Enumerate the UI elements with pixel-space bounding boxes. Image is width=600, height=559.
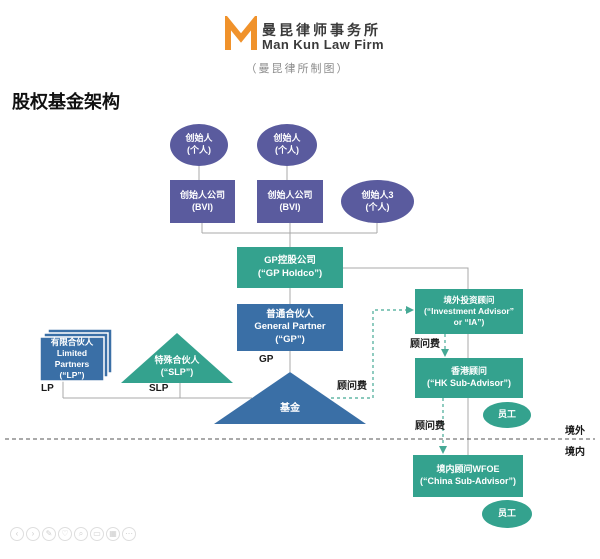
page-title: 股权基金架构 [12, 92, 120, 112]
fund-triangle [214, 372, 366, 424]
gp-holdco-box [237, 247, 343, 288]
founder2-ellipse [257, 124, 317, 166]
fee-fund-to-ia-label: 顾问费 [337, 381, 367, 392]
offshore-label: 境外 [565, 426, 585, 437]
founder3-ellipse [341, 180, 414, 223]
lp-stacked-boxes [39, 328, 113, 382]
firm-name-cn: 曼昆律师事务所 [262, 22, 381, 38]
staff-china-ellipse [482, 500, 532, 528]
founder1-ellipse [170, 124, 228, 166]
lp-edge-label: LP [41, 383, 54, 394]
fee-hk-to-china-label: 顾问费 [415, 421, 445, 432]
firm-name-en: Man Kun Law Firm [262, 37, 384, 52]
slp-triangle [121, 333, 233, 383]
founder-co2-box [257, 180, 323, 223]
gp-box [237, 304, 343, 351]
advisory-fee-arrows [331, 309, 446, 446]
mankun-logo-icon [225, 16, 257, 50]
viewer-toolbar: ‹ › ✎ ♡ ⌕ ▭ ▦ ⋯ [10, 527, 136, 541]
slp-edge-label: SLP [149, 383, 169, 394]
edit-icon[interactable]: ✎ [42, 527, 56, 541]
fee-ia-to-hk-label: 顾问费 [410, 339, 440, 350]
image-icon[interactable]: ▦ [106, 527, 120, 541]
back-icon[interactable]: ‹ [10, 527, 24, 541]
hk-subadvisor-box [415, 358, 523, 398]
screen-icon[interactable]: ▭ [90, 527, 104, 541]
china-subadvisor-box [413, 455, 523, 497]
forward-icon[interactable]: › [26, 527, 40, 541]
gp-edge-label: GP [259, 354, 274, 365]
zoom-icon[interactable]: ⌕ [74, 527, 88, 541]
fee-fund-to-ia-arrow [331, 309, 406, 399]
more-icon[interactable]: ⋯ [122, 527, 136, 541]
staff-hk-ellipse [483, 402, 531, 428]
arrowheads [406, 306, 449, 454]
investment-advisor-box [415, 289, 523, 334]
diagram-credit: （曼昆律所制图） [245, 63, 350, 75]
founder-co1-box [170, 180, 235, 223]
onshore-label: 境内 [565, 447, 585, 458]
like-icon[interactable]: ♡ [58, 527, 72, 541]
